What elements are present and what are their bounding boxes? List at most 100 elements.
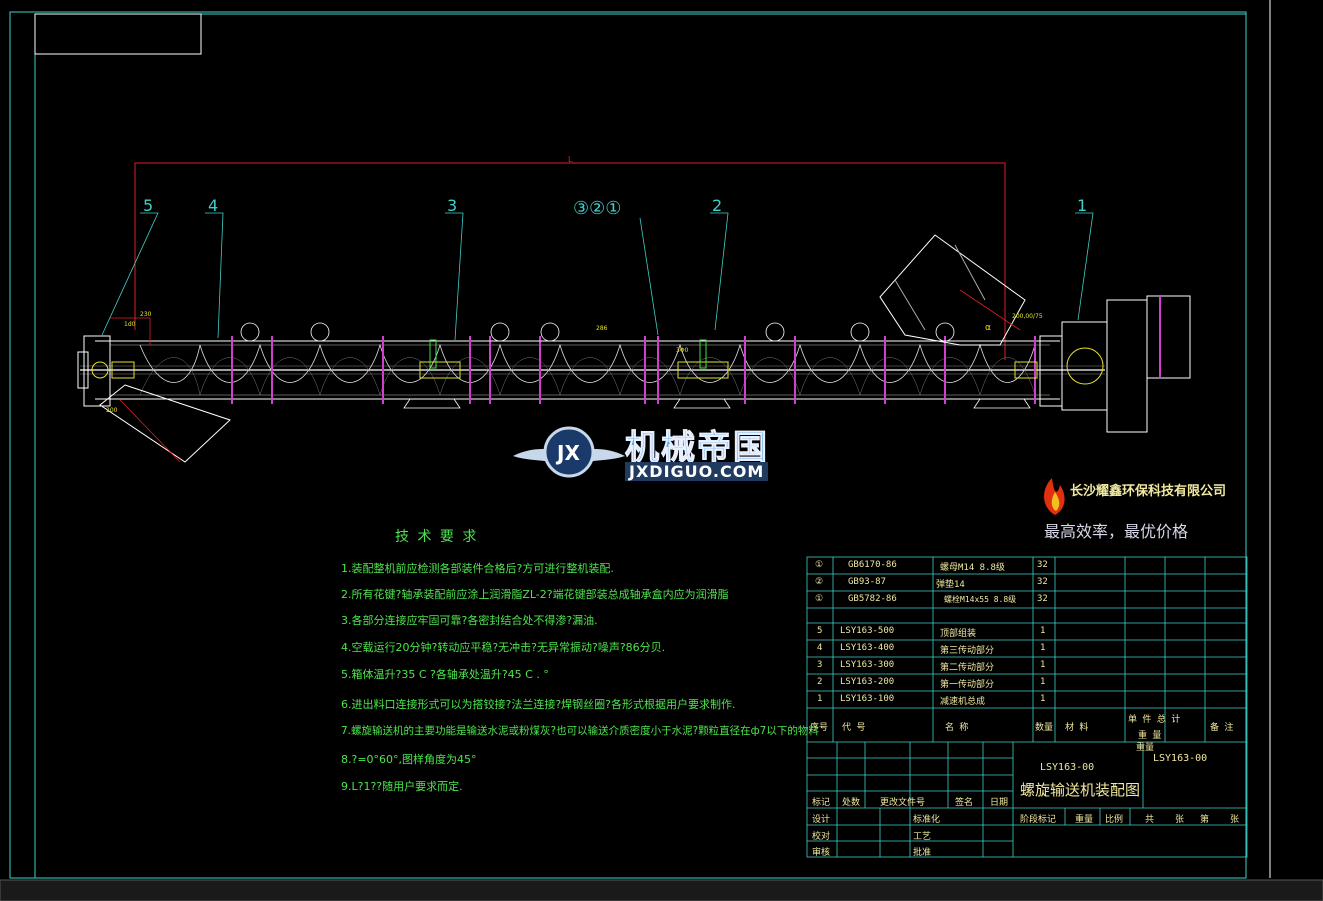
- bom-header-unit-total: 单 件 总 计: [1128, 715, 1181, 725]
- inlet-hopper: [879, 234, 1026, 346]
- watermark-brand-url: JXDIGUO.COM: [625, 462, 769, 481]
- requirement-2: 2.所有花键?轴承装配前应涂上润滑脂ZL-2?端花键部装总成轴承盒内应为润滑脂: [341, 588, 729, 601]
- requirement-1: 1.装配整机前应检测各部装件合格后?方可进行整机装配.: [341, 562, 614, 575]
- watermark-logo: JX 机械帝国 JXDIGUO.COM: [513, 418, 813, 484]
- bom-row-2-qty: 32: [1037, 577, 1048, 587]
- bom-row-7-code: LSY163-200: [840, 677, 895, 687]
- bom-row-6-name: 第二传动部分: [940, 663, 995, 673]
- mid-dimension: 286: [596, 325, 608, 332]
- screw-flights: [139, 343, 1036, 396]
- check-label-check: 校对: [812, 832, 831, 842]
- requirement-5: 5.箱体温升?35 C ?各轴承处温升?45 C . °: [341, 668, 549, 681]
- bom-row-2-code: GB93-87: [848, 577, 886, 587]
- bom-row-4-code: LSY163-500: [840, 626, 895, 636]
- sheet-label-total: 共: [1145, 815, 1155, 825]
- bom-row-5-qty: 1: [1040, 643, 1046, 653]
- bom-header-name: 名 称: [945, 723, 969, 733]
- requirement-3: 3.各部分连接应牢固可靠?各密封结合处不得渗?漏油.: [341, 614, 598, 627]
- watermark-emblem-icon: JX: [513, 426, 625, 478]
- bom-row-1-name: 螺母M14 8.8级: [940, 563, 1005, 573]
- right-angle-label: α: [985, 323, 991, 333]
- sheet-label-number: 第: [1200, 815, 1210, 825]
- review-label-approve: 批准: [913, 848, 932, 858]
- sign-label-design: 设计: [812, 815, 831, 825]
- hanging-bearings: [111, 339, 1038, 379]
- bom-header-qty: 数量: [1035, 723, 1054, 733]
- bom-row-4-name: 顶部组装: [940, 629, 977, 639]
- outlet-feet: [403, 398, 1031, 409]
- top-left-box: [34, 13, 202, 55]
- left-dimension-lines: [110, 317, 151, 345]
- right-inlet-dimension: 200,00/75: [1012, 313, 1043, 320]
- drive-head-assembly: [1039, 295, 1191, 433]
- requirement-8: 8.?=0°60°,图样角度为45°: [341, 753, 477, 766]
- bom-header-code: 代 号: [842, 723, 866, 733]
- bom-row-2-no: ②: [815, 577, 824, 587]
- bom-header-remark: 备 注: [1210, 723, 1234, 733]
- left-bottom-dimension: 200: [106, 407, 118, 414]
- sheet-label-sheet: 张: [1230, 815, 1240, 825]
- callout-1: 1: [1077, 196, 1087, 215]
- rev-label-date: 日期: [990, 798, 1009, 808]
- stage-label-mark: 阶段标记: [1020, 815, 1057, 825]
- drawing-number: LSY163-00: [1040, 762, 1095, 773]
- callout-5: 5: [143, 196, 153, 215]
- requirement-9: 9.L?1??随用户要求而定.: [341, 780, 463, 793]
- left-angle-line: [119, 399, 181, 463]
- bom-row-3-name: 螺栓M14x55 8.8级: [944, 595, 1017, 604]
- watermark-brand-cn: 机械帝国: [625, 428, 769, 469]
- inlet-angle-line: [959, 289, 1021, 331]
- tail-end-assembly: [77, 335, 111, 407]
- weight-label: 重量: [1136, 743, 1155, 753]
- bom-row-6-qty: 1: [1040, 660, 1046, 670]
- outlet-chute: [99, 384, 231, 463]
- bom-row-7-qty: 1: [1040, 677, 1046, 687]
- bom-row-7-name: 第一传动部分: [940, 680, 995, 690]
- drawing-number-right: LSY163-00: [1153, 753, 1208, 764]
- bom-row-8-name: 减速机总成: [940, 697, 986, 707]
- company-slogan: 最高效率，最优价格: [1044, 522, 1189, 541]
- company-name: 长沙耀鑫环保科技有限公司: [1070, 484, 1227, 499]
- bom-row-1-code: GB6170-86: [848, 560, 897, 570]
- bom-row-5-no: 4: [817, 643, 823, 653]
- stage-label-scale: 比例: [1105, 815, 1124, 825]
- callout-4: 4: [208, 196, 218, 215]
- callout-fasteners: ③②①: [573, 198, 621, 219]
- bom-header-material: 材 料: [1065, 723, 1089, 733]
- bom-row-2-name: 弹垫14: [936, 580, 965, 590]
- watermark-logo-letters: JX: [555, 441, 580, 465]
- requirement-7: 7.螺旋输送机的主要功能是输送水泥或粉煤灰?也可以输送介质密度小于水泥?颗粒直径…: [341, 725, 819, 737]
- drawing-title: 螺旋输送机装配图: [1020, 781, 1141, 799]
- left-mid-dimension: 1d0: [124, 321, 136, 328]
- sign-label-standard: 标准化: [913, 815, 941, 825]
- stage-label-weight: 重量: [1075, 815, 1094, 825]
- bom-table-grid: [806, 556, 1248, 858]
- requirement-4: 4.空载运行20分钟?转动应平稳?无冲击?无异常振动?噪声?86分贝.: [341, 641, 666, 654]
- bom-row-7-no: 2: [817, 677, 823, 687]
- bom-row-6-code: LSY163-300: [840, 660, 895, 670]
- bom-row-5-code: LSY163-400: [840, 643, 895, 653]
- bom-row-4-no: 5: [817, 626, 823, 636]
- requirement-6: 6.进出料口连接形式可以为搭铰接?法兰连接?焊钢丝圈?各形式根据用户要求制作.: [341, 698, 736, 711]
- overall-length-dimension: [134, 162, 1006, 360]
- sheet-label-sheets: 张: [1175, 815, 1185, 825]
- rev-label-sign: 签名: [955, 798, 974, 808]
- bottom-scroll-bar[interactable]: [0, 879, 1323, 901]
- rev-label-doc: 更改文件号: [880, 798, 926, 808]
- bom-row-8-no: 1: [817, 694, 823, 704]
- bom-row-8-qty: 1: [1040, 694, 1046, 704]
- callout-2: 2: [712, 196, 722, 215]
- company-flame-logo: [1044, 478, 1065, 515]
- overall-length-label: L: [568, 155, 573, 164]
- callout-3: 3: [447, 196, 457, 215]
- bom-row-8-code: LSY163-100: [840, 694, 895, 704]
- rev-label-mark: 标记: [812, 798, 831, 808]
- bom-header-weight: 重 量: [1138, 731, 1162, 741]
- conveyor-body: [80, 340, 1105, 400]
- bom-row-1-qty: 32: [1037, 560, 1048, 570]
- bom-row-6-no: 3: [817, 660, 823, 670]
- bom-row-3-code: GB5782-86: [848, 594, 897, 604]
- inner-frame: [34, 13, 1247, 879]
- bom-row-5-name: 第三传动部分: [940, 646, 995, 656]
